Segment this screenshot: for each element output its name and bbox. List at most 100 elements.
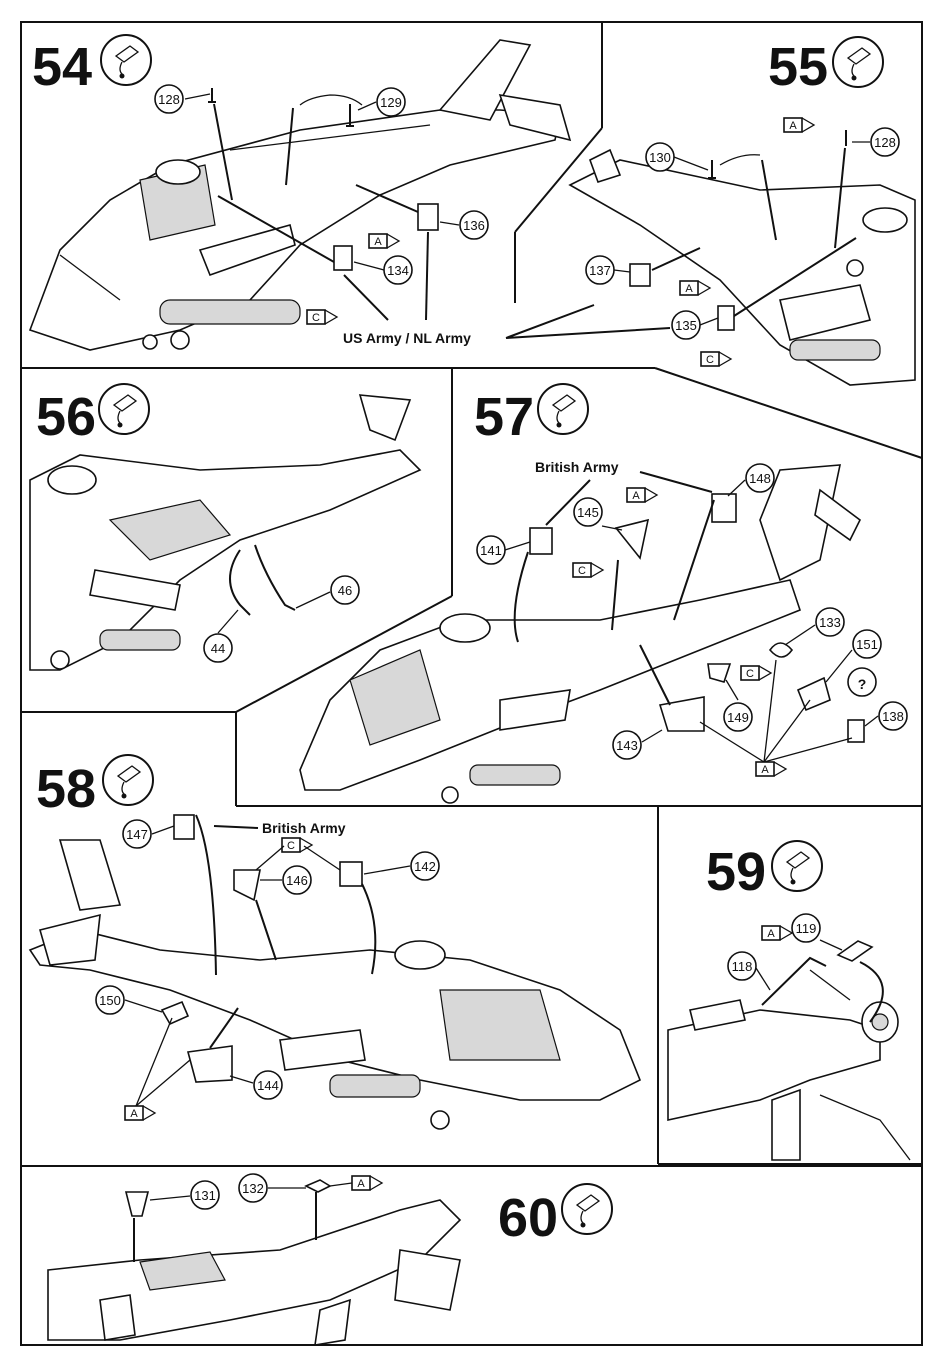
step-55-header: 55 [768,37,883,97]
step-60-drawing [48,1200,460,1345]
svg-text:128: 128 [158,92,180,107]
svg-text:136: 136 [463,218,485,233]
callout-136: 136 [440,211,488,239]
us-nl-army-arrows [506,305,670,338]
callout-142: 142 [364,852,439,880]
glue-icon [101,35,151,85]
svg-text:C: C [706,354,714,366]
step-59-callouts: 119 118 A [728,914,842,990]
svg-text:?: ? [858,676,867,692]
svg-text:137: 137 [589,263,611,278]
flag-a: A [762,926,792,940]
callout-130: 130 [646,143,708,171]
svg-text:A: A [632,490,640,502]
glue-icon [833,37,883,87]
callout-129: 129 [358,88,405,116]
svg-text:151: 151 [856,637,878,652]
step-55-helicopter-drawing [570,150,915,385]
flag-a: A [680,281,710,295]
flag-a: A [756,762,786,776]
svg-text:A: A [789,120,797,132]
svg-text:132: 132 [242,1181,264,1196]
callout-44: 44 [204,610,238,662]
flag-a: A [125,1106,155,1120]
callout-138: 138 [865,702,907,730]
step-number: 59 [706,842,766,902]
svg-text:44: 44 [211,641,225,656]
step-56-header: 56 [36,384,149,447]
british-army-label: British Army [535,459,619,475]
step-59-header: 59 [706,841,822,902]
callout-148: 148 [728,464,774,496]
step-number: 55 [768,37,828,97]
glue-icon [772,841,822,891]
svg-text:149: 149 [727,710,749,725]
svg-text:119: 119 [796,921,817,936]
flag-c: C [741,666,771,680]
callout-137: 137 [586,256,630,284]
svg-text:C: C [287,840,295,852]
svg-text:138: 138 [882,709,904,724]
svg-text:C: C [312,312,320,324]
callout-133: 133 [785,608,844,645]
callout-144: 144 [230,1071,282,1099]
british-army-label: British Army [262,820,346,836]
svg-text:144: 144 [257,1078,279,1093]
svg-text:146: 146 [286,873,308,888]
step-58-helicopter-drawing [30,840,640,1129]
callout-135: 135 [672,311,718,339]
step-57-header: 57 [474,384,588,447]
step-60-header: 60 [498,1184,612,1248]
callout-143: 143 [613,730,662,759]
svg-text:133: 133 [819,615,841,630]
glue-icon [99,384,149,434]
flag-a: A [369,234,399,248]
callout-147: 147 [123,820,174,848]
callout-134: 134 [354,256,412,284]
svg-text:A: A [761,764,769,776]
svg-text:150: 150 [99,993,121,1008]
svg-text:128: 128 [874,135,896,150]
svg-text:134: 134 [387,263,409,278]
svg-text:A: A [130,1108,138,1120]
callout-149: 149 [724,680,752,731]
callout-119: 119 [792,914,842,950]
us-nl-army-label: US Army / NL Army [343,330,471,346]
svg-text:143: 143 [616,738,638,753]
callout-118: 118 [728,952,770,990]
svg-text:147: 147 [126,827,148,842]
british-army-arrow [214,826,258,828]
svg-text:148: 148 [749,471,771,486]
step-56-callouts: 44 46 [204,576,359,662]
step-54-header: 54 [32,35,151,97]
step-54-helicopter-drawing [30,40,570,350]
svg-text:135: 135 [675,318,697,333]
svg-text:129: 129 [380,95,402,110]
flag-a: A [352,1176,382,1190]
step-59-drawing [668,1000,910,1160]
step-number: 58 [36,759,96,819]
flag-c: C [282,838,312,852]
flag-c: C [573,563,603,577]
callout-128: 128 [852,128,899,156]
svg-text:131: 131 [194,1188,216,1203]
glue-icon [538,384,588,434]
flag-c: C [701,352,731,366]
callout-128: 128 [155,85,210,113]
svg-text:C: C [578,565,586,577]
svg-text:46: 46 [338,583,352,598]
callout-132: 132 [239,1174,306,1202]
svg-text:A: A [767,928,775,940]
callout-46: 46 [296,576,359,608]
callout-150: 150 [96,986,162,1014]
callout-145: 145 [574,498,622,530]
step-56-parts [230,545,295,615]
flag-a: A [784,118,814,132]
callout-131: 131 [150,1181,219,1209]
svg-text:118: 118 [732,959,753,974]
step-number: 57 [474,387,534,447]
svg-text:A: A [374,236,382,248]
flag-c: C [307,310,337,324]
question-mark-badge: ? [848,668,876,696]
